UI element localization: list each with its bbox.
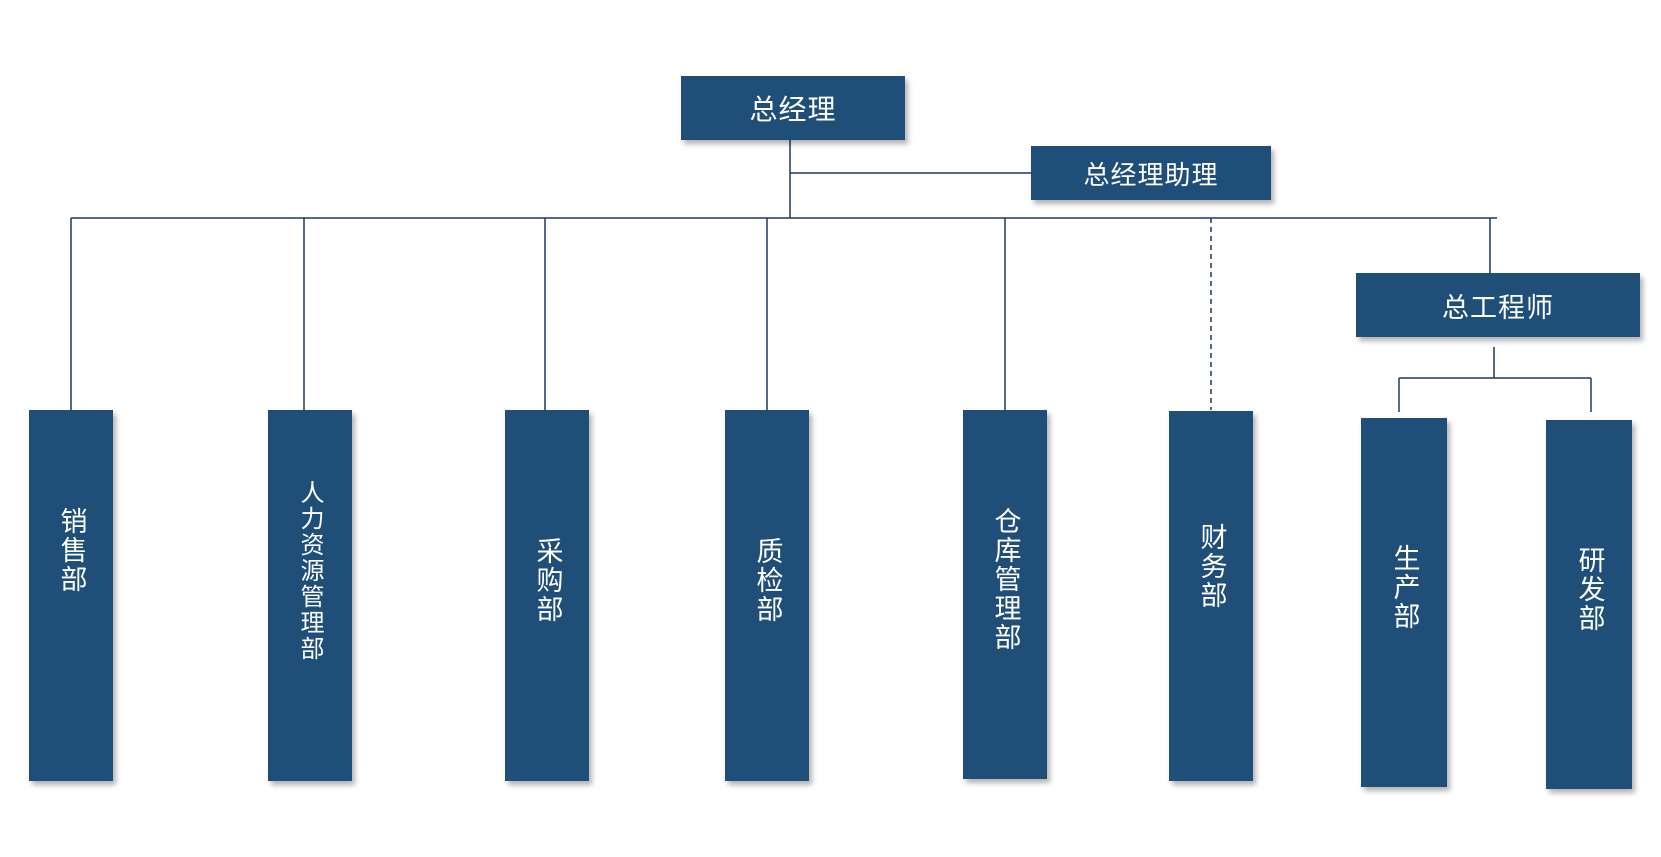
general-manager-label: 总经理 (749, 93, 837, 126)
dept-purchasing-label: 采购部 (531, 537, 563, 624)
gm-assistant-label: 总经理助理 (1083, 160, 1219, 191)
gm-assistant-box: 总经理助理 (1031, 146, 1271, 200)
dept-quality-label: 质检部 (751, 537, 783, 624)
dept-rnd-label: 研发部 (1573, 546, 1605, 633)
general-manager-box: 总经理 (681, 76, 905, 140)
dept-purchasing-box: 采购部 (505, 410, 589, 781)
dept-rnd-box: 研发部 (1546, 420, 1632, 789)
dept-production-box: 生产部 (1361, 418, 1447, 787)
dept-finance-box: 财务部 (1169, 411, 1253, 781)
dept-sales-label: 销售部 (55, 507, 87, 594)
dept-warehouse-label: 仓库管理部 (989, 507, 1021, 652)
dept-hr-label: 人力资源管理部 (296, 479, 324, 662)
dept-quality-box: 质检部 (725, 410, 809, 781)
chief-engineer-box: 总工程师 (1356, 273, 1640, 337)
dept-sales-box: 销售部 (29, 410, 113, 781)
dept-finance-label: 财务部 (1195, 522, 1227, 610)
chief-engineer-label: 总工程师 (1442, 292, 1554, 324)
dept-production-label: 生产部 (1388, 544, 1420, 631)
dept-warehouse-box: 仓库管理部 (963, 410, 1047, 779)
dept-hr-box: 人力资源管理部 (268, 410, 352, 781)
